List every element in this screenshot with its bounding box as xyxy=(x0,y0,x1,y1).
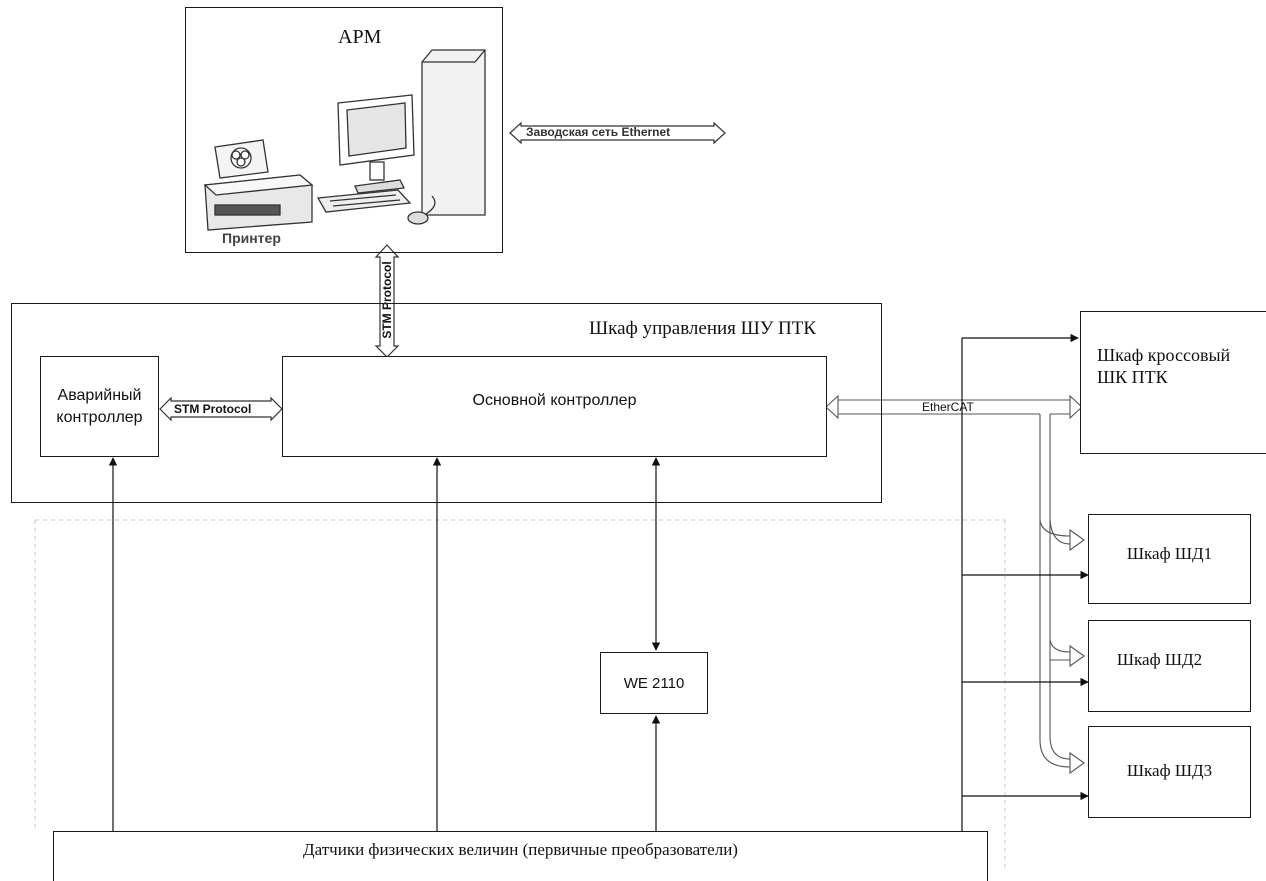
control-cabinet-title: Шкаф управления ШУ ПТК xyxy=(589,318,817,339)
arm-box: АРМ Принтер xyxy=(185,7,503,253)
cabinet-shd2: Шкаф ШД2 xyxy=(1088,620,1251,712)
ethercat-label: EtherCAT xyxy=(922,400,974,414)
sensors-box: Датчики физических величин (первичные пр… xyxy=(53,831,988,881)
computer-illustration xyxy=(203,49,486,231)
printer-label: Принтер xyxy=(222,230,281,246)
faint-dashed-lines xyxy=(34,519,1006,869)
cabinet-shd2-label: Шкаф ШД2 xyxy=(1116,650,1203,669)
stm-horizontal-label: STM Protocol xyxy=(174,402,252,416)
arm-title: АРМ xyxy=(338,26,382,48)
factory-network-label: Заводская сеть Ethernet xyxy=(526,125,671,139)
cabinet-shd3: Шкаф ШД3 xyxy=(1088,726,1251,818)
we-2110-label: WE 2110 xyxy=(623,674,685,692)
cross-cabinet-label: Шкаф кроссовый ШК ПТК xyxy=(1097,345,1231,387)
we-2110-module: WE 2110 xyxy=(600,652,708,714)
cabinet-shd1-label: Шкаф ШД1 xyxy=(1126,544,1213,563)
cabinet-shd1: Шкаф ШД1 xyxy=(1088,514,1251,604)
cross-cabinet: Шкаф кроссовый ШК ПТК xyxy=(1080,311,1266,454)
distribution-lines xyxy=(961,333,1089,869)
main-controller-label: Основной контроллер xyxy=(472,391,637,409)
cabinet-shd3-label: Шкаф ШД3 xyxy=(1126,761,1213,780)
emergency-controller-label: Аварийный контроллер xyxy=(56,386,143,426)
sensor-arrows xyxy=(108,457,661,832)
main-controller: Основной контроллер xyxy=(282,356,827,457)
control-cabinet: Шкаф управления ШУ ПТК xyxy=(11,303,882,503)
sensors-label: Датчики физических величин (первичные пр… xyxy=(303,840,738,859)
emergency-controller: Аварийный контроллер xyxy=(40,356,159,457)
factory-network-arrow xyxy=(509,121,726,145)
